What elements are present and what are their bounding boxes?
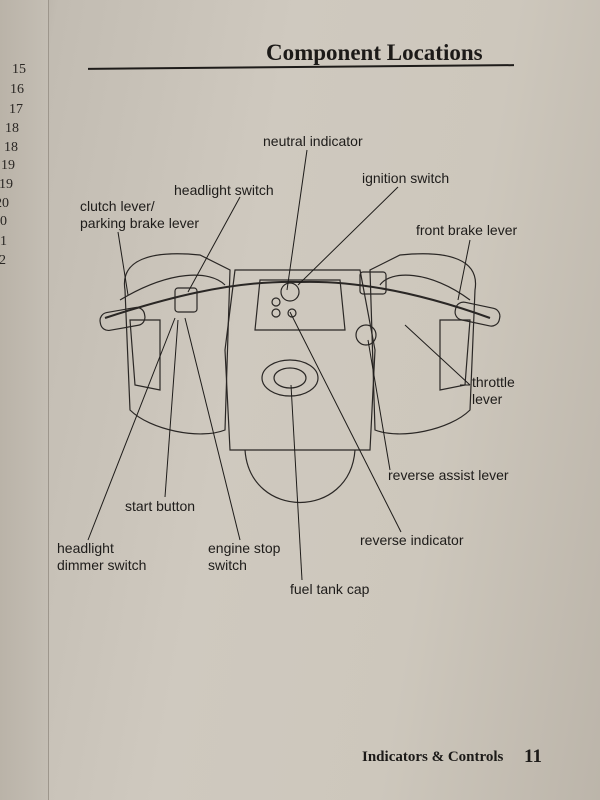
label-line: parking brake lever (80, 215, 200, 231)
page-ref: 1 (0, 234, 7, 249)
page-ref: 15 (12, 62, 26, 77)
footer-section: Indicators & Controls (362, 749, 504, 765)
page-ref: 2 (0, 253, 6, 268)
label-line: throttle (472, 374, 515, 390)
label-line: dimmer switch (57, 557, 147, 573)
label-fuel-tank-cap: fuel tank cap (290, 581, 370, 597)
label-line: headlight (57, 540, 114, 556)
label-neutral-indicator: neutral indicator (263, 133, 363, 149)
label-start-button: start button (125, 498, 196, 514)
label-reverse-indicator: reverse indicator (360, 532, 464, 548)
label-clutch-lever: clutch lever/parking brake lever (80, 198, 199, 232)
label-reverse-assist-lever: reverse assist lever (388, 467, 509, 483)
label-line: engine stop (208, 540, 281, 556)
page-title: Component Locations (266, 40, 483, 65)
page-ref: 19 (0, 177, 13, 192)
page-ref: 18 (5, 121, 19, 136)
page-ref: 19 (1, 158, 15, 173)
label-line: clutch lever/ (80, 198, 155, 214)
left-page-edge (0, 0, 49, 800)
footer-page-number: 11 (524, 746, 542, 767)
label-ignition-switch: ignition switch (362, 170, 450, 186)
label-line: switch (208, 557, 247, 573)
page-ref: 17 (9, 102, 23, 117)
page-ref: 0 (0, 214, 7, 229)
label-front-brake-lever: front brake lever (416, 222, 518, 238)
label-headlight-switch: headlight switch (174, 182, 274, 198)
label-line: lever (472, 391, 503, 407)
page-ref: 18 (4, 140, 18, 155)
page-ref: 20 (0, 196, 9, 211)
page-ref: 16 (10, 82, 24, 97)
